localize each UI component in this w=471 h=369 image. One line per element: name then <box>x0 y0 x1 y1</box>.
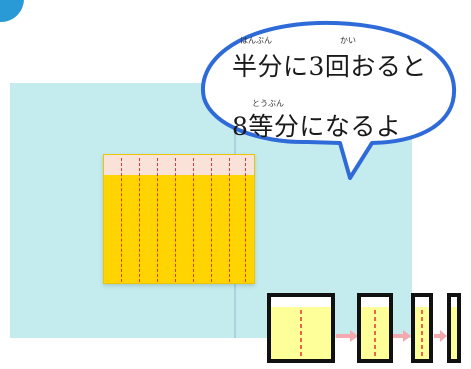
fold-line <box>245 158 246 282</box>
fold-line <box>193 158 194 282</box>
bubble-line-2: 8等分になるよ <box>232 112 402 141</box>
speech-bubble-outline <box>200 20 457 180</box>
folding-diagram <box>267 293 461 363</box>
folded-paper <box>103 154 255 284</box>
ruby-toubun: とうぶん <box>252 99 284 108</box>
diagram-step-4 <box>447 293 461 363</box>
fold-line <box>211 158 212 282</box>
corner-circle <box>0 0 24 22</box>
fold-line <box>139 158 140 282</box>
diagram-step-3 <box>411 293 433 363</box>
arrow-icon <box>434 330 447 342</box>
fold-line <box>175 158 176 282</box>
speech-bubble <box>200 20 457 180</box>
arrow-icon <box>336 330 358 342</box>
fold-line <box>229 158 230 282</box>
paper-top-strip <box>104 155 254 175</box>
ruby-hanbun: はんぶん <box>240 36 272 45</box>
bubble-line-1: 半分に3回おると <box>232 52 427 81</box>
diagram-step-2 <box>357 293 393 363</box>
fold-line <box>121 158 122 282</box>
fold-line <box>157 158 158 282</box>
ruby-kai: かい <box>340 36 356 45</box>
arrow-icon <box>393 330 411 342</box>
diagram-step-1 <box>267 293 335 363</box>
